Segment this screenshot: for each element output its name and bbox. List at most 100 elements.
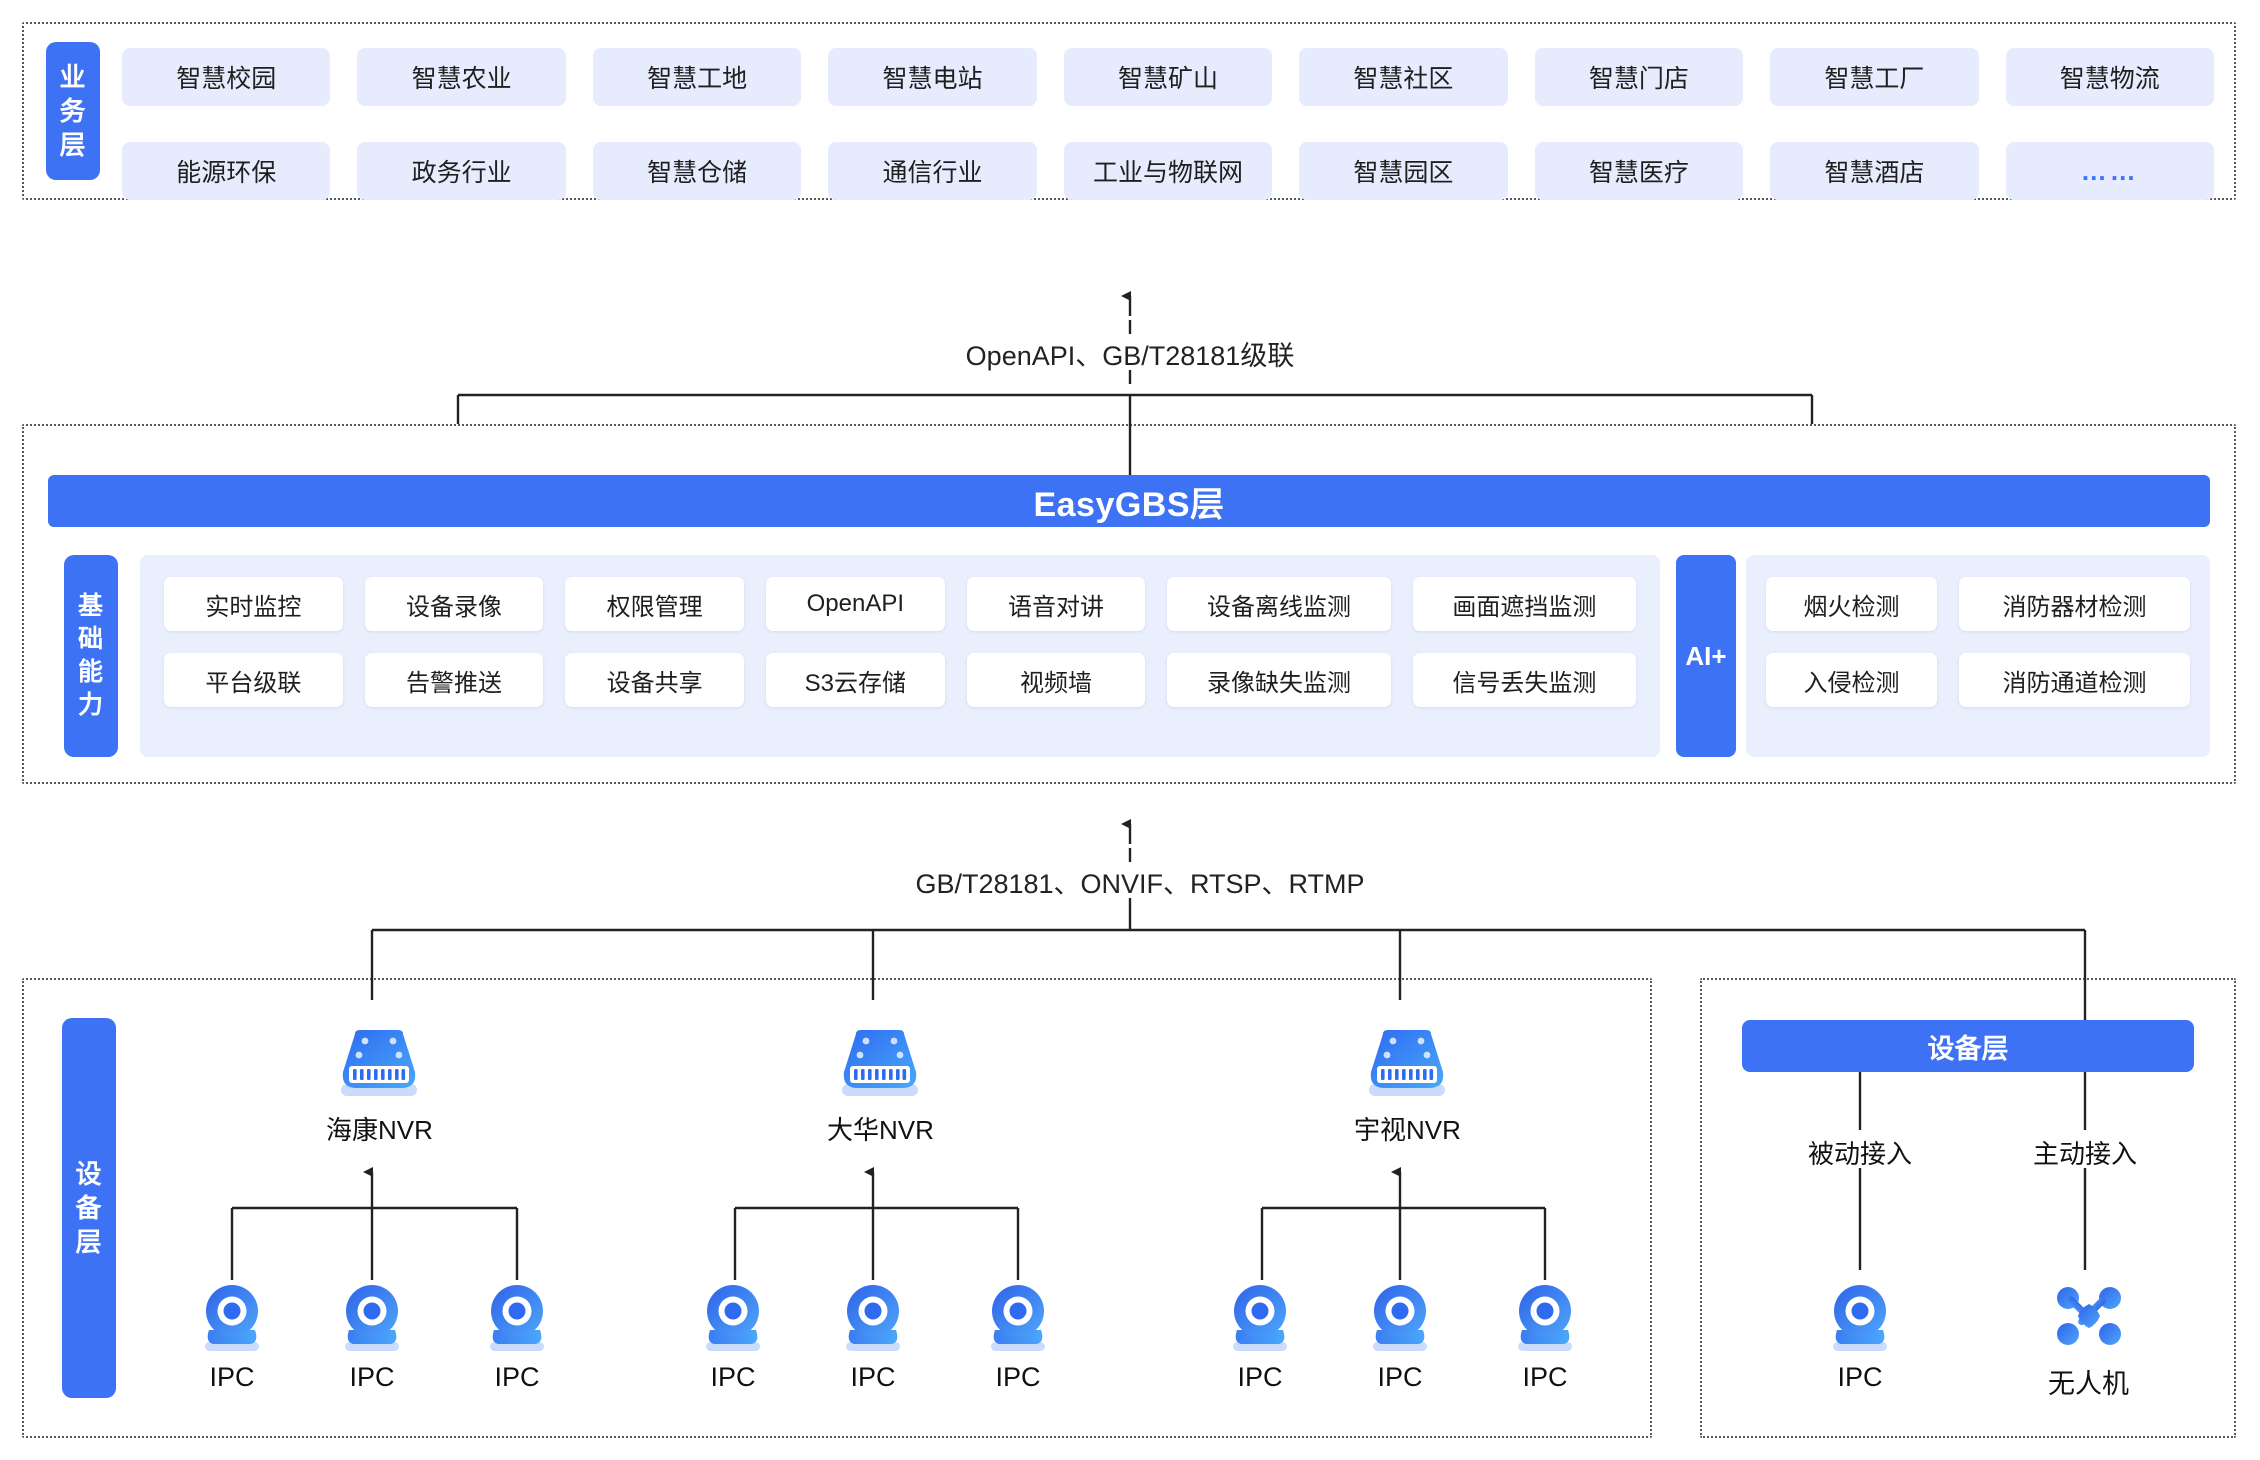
business-chip[interactable]: 智慧农业 xyxy=(357,48,566,106)
business-chip[interactable]: 智慧酒店 xyxy=(1770,142,1979,200)
capability-cell[interactable]: 视频墙 xyxy=(966,653,1146,707)
capability-grid: 实时监控设备录像权限管理 OpenAPI 语音对讲设备离线监测画面遮挡监测平台级联告… xyxy=(164,577,1636,735)
top-connector-label: OpenAPI、GB/T28181级联 xyxy=(965,341,1295,371)
ipc-node-0-0[interactable]: IPC xyxy=(195,1282,269,1393)
vlabel-char-0: 业 xyxy=(59,61,87,92)
nvr-node-1-label: 大华NVR xyxy=(827,1115,934,1145)
ipc-node-2-0[interactable]: IPC xyxy=(1223,1282,1297,1393)
ipc-camera-icon xyxy=(1833,1285,1887,1351)
business-chip[interactable]: 工业与物联网 xyxy=(1063,142,1273,200)
ipc-node-2-1-label: IPC xyxy=(1377,1362,1423,1392)
business-chip[interactable]: 政务行业 xyxy=(357,142,566,200)
business-chip[interactable]: 智慧电站 xyxy=(828,48,1037,106)
business-chip[interactable]: 智慧仓储 xyxy=(592,142,802,200)
nvr-node-2-label: 宇视NVR xyxy=(1354,1115,1461,1145)
nvr-device-icon xyxy=(1369,1030,1446,1096)
nvr-device-icon xyxy=(842,1030,919,1096)
business-chip[interactable]: 智慧工厂 xyxy=(1770,48,1979,106)
vlabel-char-0: 设 xyxy=(75,1158,103,1189)
business-chip[interactable]: 智慧矿山 xyxy=(1063,48,1273,106)
ipc-camera-icon xyxy=(1233,1285,1287,1351)
access-mode-label-0: 被动接入 xyxy=(1807,1139,1912,1169)
capability-cell[interactable]: 画面遮挡监测 xyxy=(1412,577,1636,631)
ipc-node-0-2-label: IPC xyxy=(494,1362,540,1392)
easygbs-title-bar: EasyGBS层 xyxy=(48,475,2210,527)
ipc-node-0-2[interactable]: IPC xyxy=(480,1282,554,1393)
ipc-node-2-0-label: IPC xyxy=(1237,1362,1283,1392)
ipc-node-1-0[interactable]: IPC xyxy=(696,1282,770,1393)
business-chip[interactable]: 通信行业 xyxy=(828,142,1037,200)
device-layer-side-label: 设备层 xyxy=(62,1018,116,1398)
ai-capability-cell[interactable]: 消防通道检测 xyxy=(1959,653,2190,707)
device-layer-right-title-bar: 设备层 xyxy=(1742,1020,2194,1072)
ipc-node-2-2-label: IPC xyxy=(1522,1362,1568,1392)
capability-cell[interactable]: 录像缺失监测 xyxy=(1167,653,1391,707)
capability-cell[interactable]: OpenAPI xyxy=(766,577,945,631)
right-device-node-0[interactable]: IPC xyxy=(1823,1282,1897,1393)
drone-icon xyxy=(2056,1287,2121,1345)
vlabel-char-2: 能 xyxy=(77,658,104,686)
ipc-camera-icon xyxy=(205,1285,259,1351)
business-chip[interactable]: …… xyxy=(2005,142,2214,200)
business-chip[interactable]: 智慧社区 xyxy=(1299,48,1508,106)
business-chip[interactable]: 智慧园区 xyxy=(1299,142,1508,200)
vlabel-char-1: 务 xyxy=(59,95,87,126)
ipc-node-2-2[interactable]: IPC xyxy=(1508,1282,1582,1393)
ipc-camera-icon xyxy=(1373,1285,1427,1351)
ai-capability-cell[interactable]: 消防器材检测 xyxy=(1959,577,2190,631)
ipc-node-2-1[interactable]: IPC xyxy=(1363,1282,1437,1393)
ipc-camera-icon xyxy=(706,1285,760,1351)
basic-capability-side-label: 基础能力 xyxy=(64,555,118,757)
nvr-node-0[interactable]: 海康NVR xyxy=(326,1028,433,1147)
bottom-connector-label: GB/T28181、ONVIF、RTSP、RTMP xyxy=(915,869,1365,899)
right-device-node-1[interactable]: 无人机 xyxy=(2048,1282,2129,1401)
business-chip[interactable]: 智慧门店 xyxy=(1534,48,1744,106)
business-layer-side-label: 业务层 xyxy=(46,42,100,180)
capability-cell[interactable]: 设备共享 xyxy=(565,653,744,707)
business-layer-chip-grid: 智慧校园智慧农业智慧工地智慧电站智慧矿山智慧社区智慧门店智慧工厂智慧物流能源环保… xyxy=(122,48,2214,200)
nvr-node-2[interactable]: 宇视NVR xyxy=(1354,1028,1461,1147)
ipc-node-0-0-label: IPC xyxy=(209,1362,255,1392)
ipc-node-0-1[interactable]: IPC xyxy=(335,1282,409,1393)
ipc-node-1-0-label: IPC xyxy=(710,1362,756,1392)
ipc-camera-icon xyxy=(1518,1285,1572,1351)
ipc-camera-icon xyxy=(490,1285,544,1351)
ipc-node-1-2[interactable]: IPC xyxy=(981,1282,1055,1393)
ai-capability-grid: 烟火检测消防器材检测入侵检测消防通道检测 xyxy=(1766,577,2190,735)
business-chip[interactable]: 智慧校园 xyxy=(122,48,331,106)
capability-cell[interactable]: 平台级联 xyxy=(164,653,343,707)
ipc-camera-icon xyxy=(345,1285,399,1351)
business-chip[interactable]: 智慧物流 xyxy=(2005,48,2214,106)
capability-cell[interactable]: 实时监控 xyxy=(164,577,343,631)
business-chip[interactable]: 能源环保 xyxy=(122,142,331,200)
ipc-node-1-1[interactable]: IPC xyxy=(836,1282,910,1393)
nvr-node-1[interactable]: 大华NVR xyxy=(827,1028,934,1147)
ai-capability-cell[interactable]: 入侵检测 xyxy=(1766,653,1938,707)
vlabel-char-3: 力 xyxy=(77,691,104,719)
capability-cell[interactable]: 设备录像 xyxy=(364,577,544,631)
vlabel-char-0: 基 xyxy=(77,592,104,620)
ipc-node-0-1-label: IPC xyxy=(349,1362,395,1392)
ipc-node-1-1-label: IPC xyxy=(850,1362,896,1392)
nvr-node-0-label: 海康NVR xyxy=(326,1115,433,1145)
business-chip[interactable]: 智慧医疗 xyxy=(1534,142,1744,200)
capability-cell[interactable]: S3云存储 xyxy=(766,653,945,707)
capability-cell[interactable]: 权限管理 xyxy=(565,577,744,631)
capability-cell[interactable]: 信号丢失监测 xyxy=(1412,653,1636,707)
right-device-node-1-label: 无人机 xyxy=(2048,1369,2129,1399)
vlabel-char-2: 层 xyxy=(59,130,87,161)
business-chip[interactable]: 智慧工地 xyxy=(592,48,802,106)
capability-cell[interactable]: 告警推送 xyxy=(364,653,544,707)
right-device-node-0-label: IPC xyxy=(1837,1362,1883,1392)
ipc-camera-icon xyxy=(846,1285,900,1351)
vlabel-char-2: 层 xyxy=(75,1227,103,1258)
ipc-node-1-2-label: IPC xyxy=(995,1362,1041,1392)
access-mode-label-1: 主动接入 xyxy=(2032,1139,2137,1169)
ipc-camera-icon xyxy=(991,1285,1045,1351)
capability-cell[interactable]: 语音对讲 xyxy=(966,577,1146,631)
ai-capability-cell[interactable]: 烟火检测 xyxy=(1766,577,1938,631)
capability-cell[interactable]: 设备离线监测 xyxy=(1167,577,1391,631)
ai-plus-pill: AI+ xyxy=(1676,555,1736,757)
nvr-device-icon xyxy=(341,1030,418,1096)
